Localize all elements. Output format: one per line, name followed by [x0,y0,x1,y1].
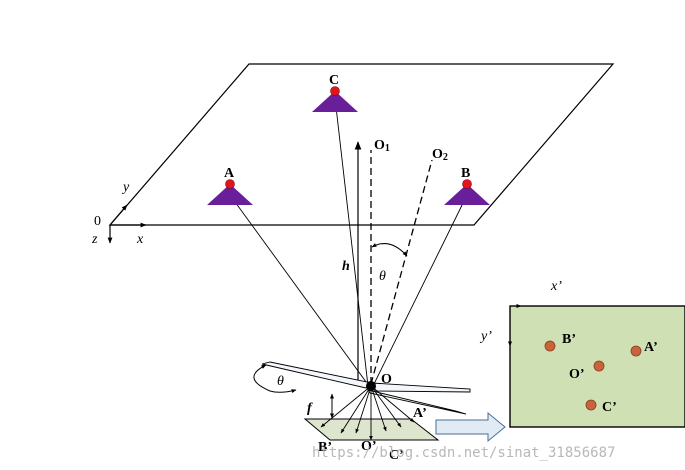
sensor-b-label: B’ [318,440,332,455]
landmark-a: A [207,166,253,205]
optical-axes: O1 O2 h θ [342,138,448,385]
watermark-text: https://blog.csdn.net/sinat_31856687 [312,445,615,461]
ray-b [372,194,468,387]
optical-center-label: O [381,372,392,387]
landmark-c-label: C [329,73,339,88]
sensor-c-label: C’ [389,448,404,463]
camera-rotor: θ O [253,361,471,415]
landmark-b-label: B [461,166,470,181]
image-plane: x’ y’ B’ A’ O’ C’ [479,279,685,428]
y-axis-arrow [109,204,128,226]
o2-label: O2 [432,147,448,163]
image-point-a-label: A’ [644,340,658,355]
image-x-axis-label: x’ [550,279,562,294]
image-point-c [585,399,597,411]
tilt-angle-label: θ [379,269,386,284]
image-point-b-label: B’ [562,332,576,347]
height-label: h [342,259,350,274]
origin-label: 0 [94,214,101,229]
ground-axes: 0 x y z [91,180,147,247]
sensor-o-label: O’ [361,439,377,454]
focal-length-label: f [307,401,313,416]
rotor-angle-label: θ [277,374,284,389]
landmark-b: B [444,166,490,205]
projection-rays [229,97,468,387]
sensor-plane: A’ B’ O’ C’ [303,385,440,463]
sensor-a-label: A’ [413,406,427,421]
image-y-axis-label: y’ [479,329,492,344]
focal-length-indicator: f [307,393,334,419]
image-point-b [544,340,556,352]
projection-arrow [435,411,506,443]
tilt-angle-arc [371,243,408,257]
z-axis-label: z [91,232,98,247]
image-point-o [593,360,605,372]
landmark-a-label: A [224,166,235,181]
image-point-o-label: O’ [569,367,585,382]
image-point-c-label: C’ [602,400,617,415]
tilted-dashed-axis [370,159,433,385]
ray-c [334,97,369,387]
landmark-c: C [312,73,358,112]
ray-a [229,194,370,387]
ground-plane [108,63,615,226]
x-axis-label: x [136,232,144,247]
rotor-angle-arc [253,364,297,394]
o1-label: O1 [374,138,390,154]
image-point-a [630,345,642,357]
y-axis-label: y [121,180,130,195]
